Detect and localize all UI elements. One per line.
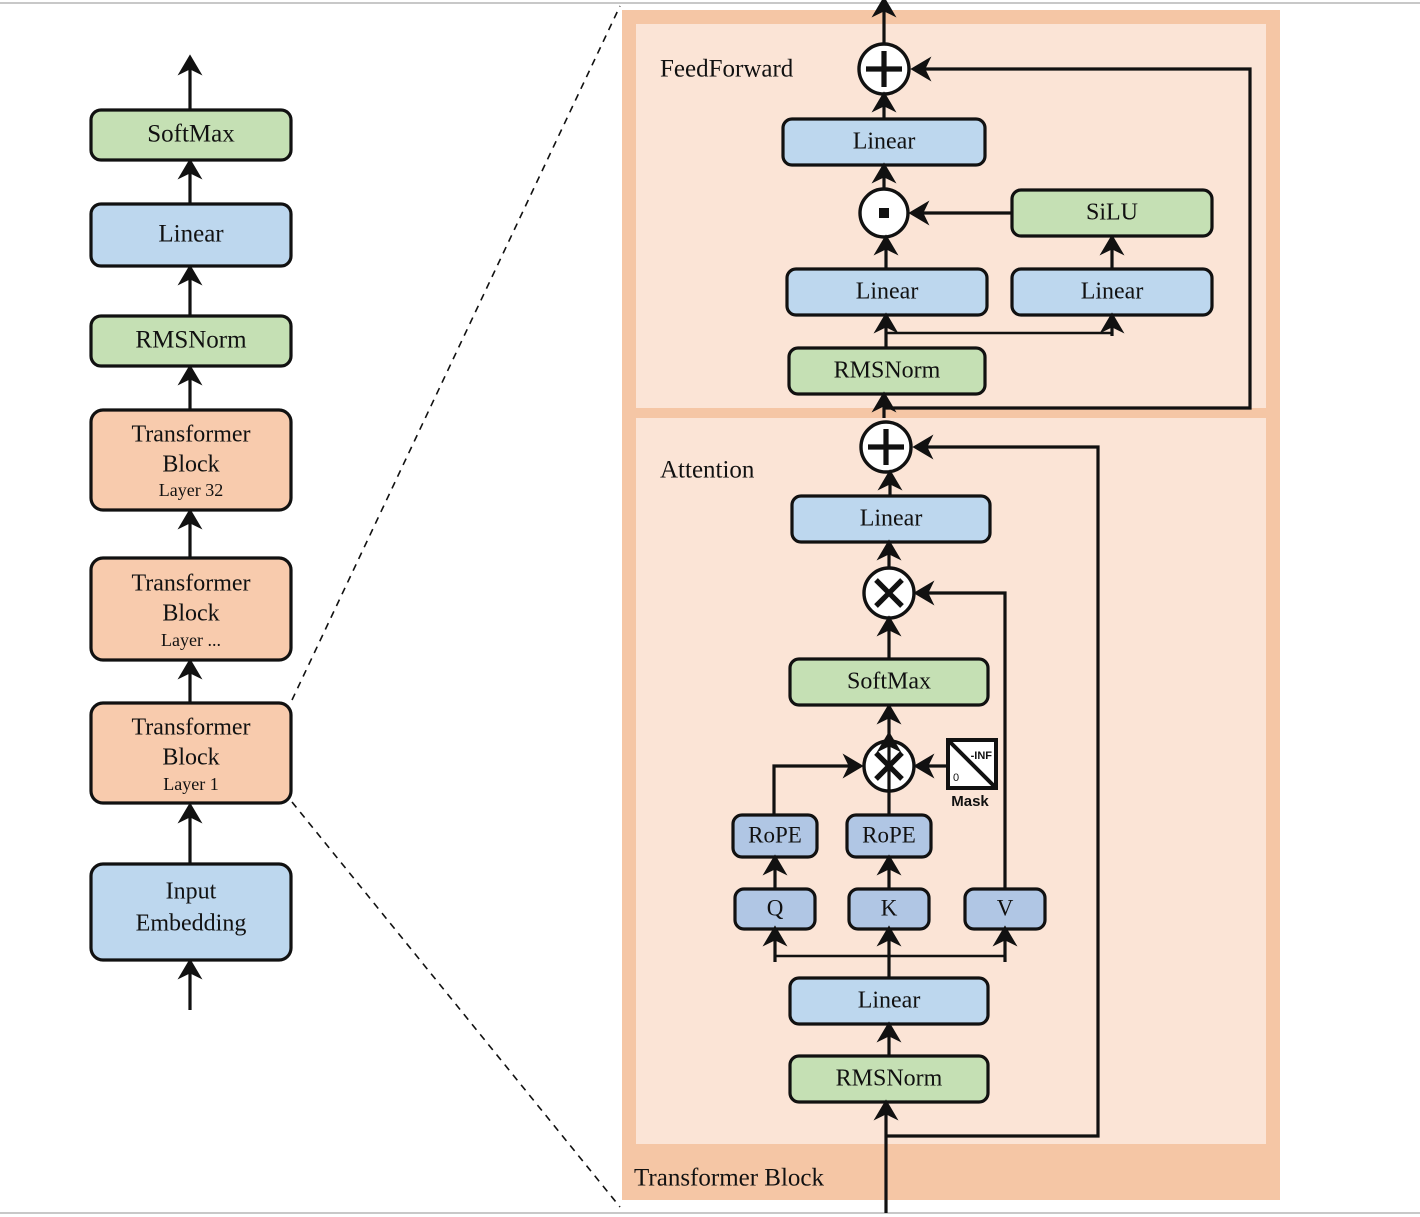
feedforward-section: Linear SiLU — [781, 0, 1252, 418]
rope-k-label: RoPE — [862, 822, 916, 847]
q-label: Q — [767, 895, 784, 920]
feedforward-section-label: FeedForward — [660, 56, 794, 83]
feedforward-linear-up[interactable]: Linear — [1010, 267, 1214, 317]
left-block-input-embedding-line2: Embedding — [136, 911, 247, 937]
attention-linear-qkv[interactable]: Linear — [788, 976, 990, 1026]
left-block-transformer-32-sublabel: Layer 32 — [159, 480, 223, 500]
attention-add-node — [859, 420, 913, 474]
left-block-transformer-dots-line2: Block — [162, 601, 219, 627]
feedforward-silu-label: SiLU — [1086, 200, 1138, 226]
mask-lower-value: 0 — [953, 772, 959, 784]
zoom-connector-bottom — [291, 801, 621, 1208]
v-label: V — [997, 895, 1014, 920]
feedforward-silu[interactable]: SiLU — [1010, 188, 1214, 238]
feedforward-rmsnorm-label: RMSNorm — [834, 358, 941, 384]
left-block-transformer-dots[interactable]: Transformer Block Layer ... — [89, 556, 293, 662]
mask-upper-value: -INF — [971, 750, 993, 762]
attention-rmsnorm-label: RMSNorm — [836, 1066, 943, 1092]
residual-feedforward — [884, 56, 1252, 410]
mask-caption: Mask — [951, 793, 989, 810]
k-box[interactable]: K — [847, 887, 931, 931]
path-ropeq-to-qkmatmul — [772, 753, 864, 816]
k-label: K — [881, 895, 898, 920]
attention-linear-out[interactable]: Linear — [790, 494, 992, 544]
zoom-connector-top — [291, 5, 621, 701]
rope-q-box[interactable]: RoPE — [731, 813, 819, 859]
left-block-rmsnorm-label: RMSNorm — [135, 327, 247, 354]
attention-section-label: Attention — [660, 457, 755, 484]
rope-q-label: RoPE — [748, 822, 802, 847]
feedforward-linear-gate[interactable]: Linear — [785, 267, 989, 317]
left-block-rmsnorm[interactable]: RMSNorm — [89, 314, 293, 368]
q-box[interactable]: Q — [733, 887, 817, 931]
left-block-transformer-1[interactable]: Transformer Block Layer 1 — [89, 701, 293, 805]
left-block-softmax-label: SoftMax — [147, 121, 235, 148]
attention-linear-out-label: Linear — [860, 506, 923, 532]
feedforward-linear-gate-label: Linear — [856, 279, 919, 305]
left-block-transformer-1-line2: Block — [162, 745, 219, 771]
path-v-to-matmul — [913, 580, 1007, 893]
attention-mask-icon: -INF 0 Mask — [946, 738, 998, 810]
residual-attention — [886, 434, 1100, 1138]
feedforward-rmsnorm[interactable]: RMSNorm — [787, 346, 987, 396]
attention-rmsnorm[interactable]: RMSNorm — [788, 1054, 990, 1104]
feedforward-linear-out[interactable]: Linear — [781, 117, 987, 167]
feedforward-multiply-node — [858, 187, 910, 239]
attention-linear-qkv-label: Linear — [858, 988, 921, 1014]
left-block-transformer-32[interactable]: Transformer Block Layer 32 — [89, 408, 293, 512]
left-block-transformer-32-line2: Block — [162, 452, 219, 478]
rope-k-box[interactable]: RoPE — [845, 813, 933, 859]
left-block-transformer-1-line1: Transformer — [131, 715, 250, 741]
left-block-linear[interactable]: Linear — [89, 202, 293, 268]
left-block-softmax[interactable]: SoftMax — [89, 108, 293, 162]
left-block-transformer-dots-line1: Transformer — [131, 571, 250, 597]
attention-matmul-av-node — [862, 566, 916, 620]
dot-product-glyph — [879, 208, 889, 218]
attention-softmax-label: SoftMax — [847, 669, 931, 695]
feedforward-linear-up-label: Linear — [1081, 279, 1144, 305]
v-box[interactable]: V — [963, 887, 1047, 931]
left-block-input-embedding[interactable]: Input Embedding — [89, 862, 293, 962]
feedforward-linear-out-label: Linear — [853, 129, 916, 155]
detail-panel-outer-label: Transformer Block — [634, 1165, 825, 1192]
model-overview-stack: SoftMax Linear RMSNorm Transformer Block… — [89, 54, 293, 1010]
feedforward-add-node — [857, 42, 911, 96]
left-block-transformer-dots-sublabel: Layer ... — [161, 630, 221, 650]
attention-softmax[interactable]: SoftMax — [788, 657, 990, 707]
attention-section: Linear SoftMax — [731, 420, 1100, 1213]
left-block-input-embedding-line1: Input — [166, 879, 217, 905]
transformer-block-detail-panel: FeedForward Attention Transformer Block — [622, 0, 1280, 1213]
left-block-linear-label: Linear — [158, 221, 224, 248]
left-block-transformer-1-sublabel: Layer 1 — [163, 774, 218, 794]
left-block-transformer-32-line1: Transformer — [131, 422, 250, 448]
